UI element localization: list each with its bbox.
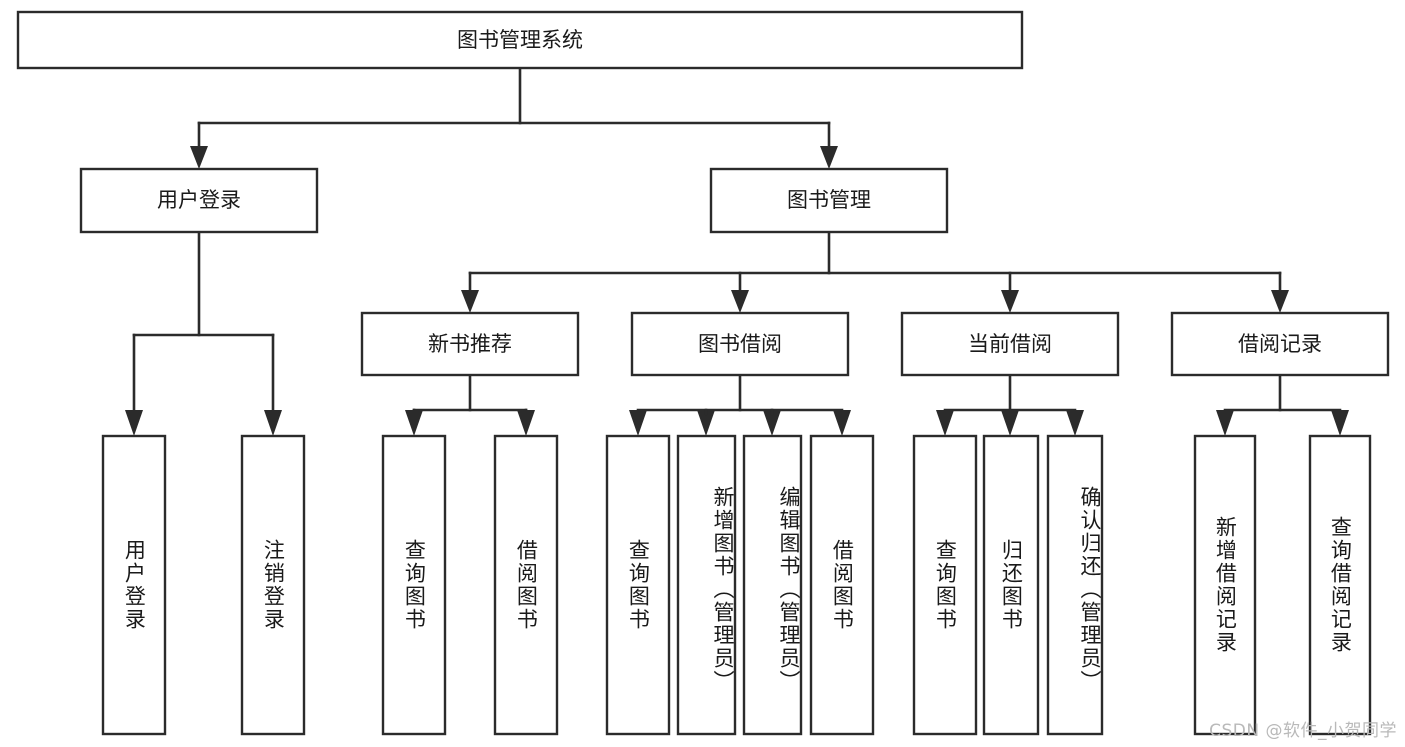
arrow-head-leaf-query-book-1 (405, 410, 423, 436)
connector-group-root (190, 66, 838, 169)
arrow-head-new-book-recommend (461, 290, 479, 313)
node-current-borrow-label: 当前借阅 (968, 332, 1052, 356)
node-book-borrow[interactable]: 图书借阅 (630, 311, 850, 377)
node-borrow-record-box[interactable] (1170, 311, 1390, 377)
arrow-head-user-login (190, 146, 208, 169)
leaf-box-query-book-1[interactable] (381, 434, 447, 736)
node-book-borrow-label: 图书借阅 (698, 332, 782, 356)
leaf-box-query-record[interactable] (1308, 434, 1372, 736)
arrow-head-leaf-confirm-return (1066, 410, 1084, 436)
arrow-head-leaf-user-login (125, 410, 143, 436)
arrow-head-leaf-query-book-2 (629, 410, 647, 436)
arrow-head-book-borrow (731, 290, 749, 313)
leaf-box-query-book-3[interactable] (912, 434, 978, 736)
leaf-box-confirm-return[interactable] (1046, 434, 1104, 736)
node-root-label: 图书管理系统 (457, 28, 583, 52)
node-borrow-record-label: 借阅记录 (1238, 332, 1322, 356)
node-new-book-recommend-label: 新书推荐 (428, 332, 512, 356)
arrow-head-leaf-borrow-book-2 (833, 410, 851, 436)
leaf-box-borrow-book-2[interactable] (809, 434, 875, 736)
node-new-book-recommend-box[interactable] (360, 311, 580, 377)
leaf-box-borrow-book-1[interactable] (493, 434, 559, 736)
arrow-head-leaf-query-book-3 (936, 410, 954, 436)
leaf-box-return-book[interactable] (982, 434, 1040, 736)
arrow-head-leaf-add-record (1216, 410, 1234, 436)
arrow-head-leaf-query-record (1331, 410, 1349, 436)
node-user-login-label: 用户登录 (157, 188, 241, 212)
leaf-box-add-record[interactable] (1193, 434, 1257, 736)
arrow-head-leaf-edit-book (763, 410, 781, 436)
arrow-head-leaf-logout (264, 410, 282, 436)
leaf-box-user-login[interactable] (101, 434, 167, 736)
connector-group-book-borrow (629, 373, 851, 436)
node-book-management[interactable]: 图书管理 (709, 167, 949, 234)
arrow-head-leaf-add-book (697, 410, 715, 436)
leaf-boxes-book-borrow (605, 434, 875, 736)
leaf-box-add-book[interactable] (676, 434, 737, 736)
node-root-box[interactable] (16, 10, 1024, 70)
node-borrow-record[interactable]: 借阅记录 (1170, 311, 1390, 377)
connector-group-book-mgmt (461, 230, 1289, 313)
node-current-borrow[interactable]: 当前借阅 (900, 311, 1120, 377)
watermark-text: CSDN @软件_小贺同学 (1209, 721, 1397, 741)
node-current-borrow-box[interactable] (900, 311, 1120, 377)
node-root[interactable]: 图书管理系统 (16, 10, 1024, 70)
arrow-head-leaf-return-book (1001, 410, 1019, 436)
leaf-box-logout[interactable] (240, 434, 306, 736)
arrow-head-borrow-record (1271, 290, 1289, 313)
arrow-head-book-mgmt (820, 146, 838, 169)
node-book-borrow-box[interactable] (630, 311, 850, 377)
connector-group-borrow-record (1216, 373, 1349, 436)
leaf-boxes-user-login (101, 434, 306, 736)
leaf-box-edit-book[interactable] (742, 434, 803, 736)
arrow-head-current-borrow (1001, 290, 1019, 313)
arrow-head-leaf-borrow-book-1 (517, 410, 535, 436)
leaf-boxes-current-borrow (912, 434, 1104, 736)
connector-group-current-borrow (936, 373, 1084, 436)
node-user-login-box[interactable] (79, 167, 319, 234)
node-user-login[interactable]: 用户登录 (79, 167, 319, 234)
connector-group-new-book-recommend (405, 373, 535, 436)
node-book-management-label: 图书管理 (787, 188, 871, 212)
leaf-box-query-book-2[interactable] (605, 434, 671, 736)
node-new-book-recommend[interactable]: 新书推荐 (360, 311, 580, 377)
node-book-management-box[interactable] (709, 167, 949, 234)
leaf-boxes-new-book-recommend (381, 434, 559, 736)
leaf-boxes-borrow-record (1193, 434, 1372, 736)
connector-group-user-login (125, 230, 282, 436)
